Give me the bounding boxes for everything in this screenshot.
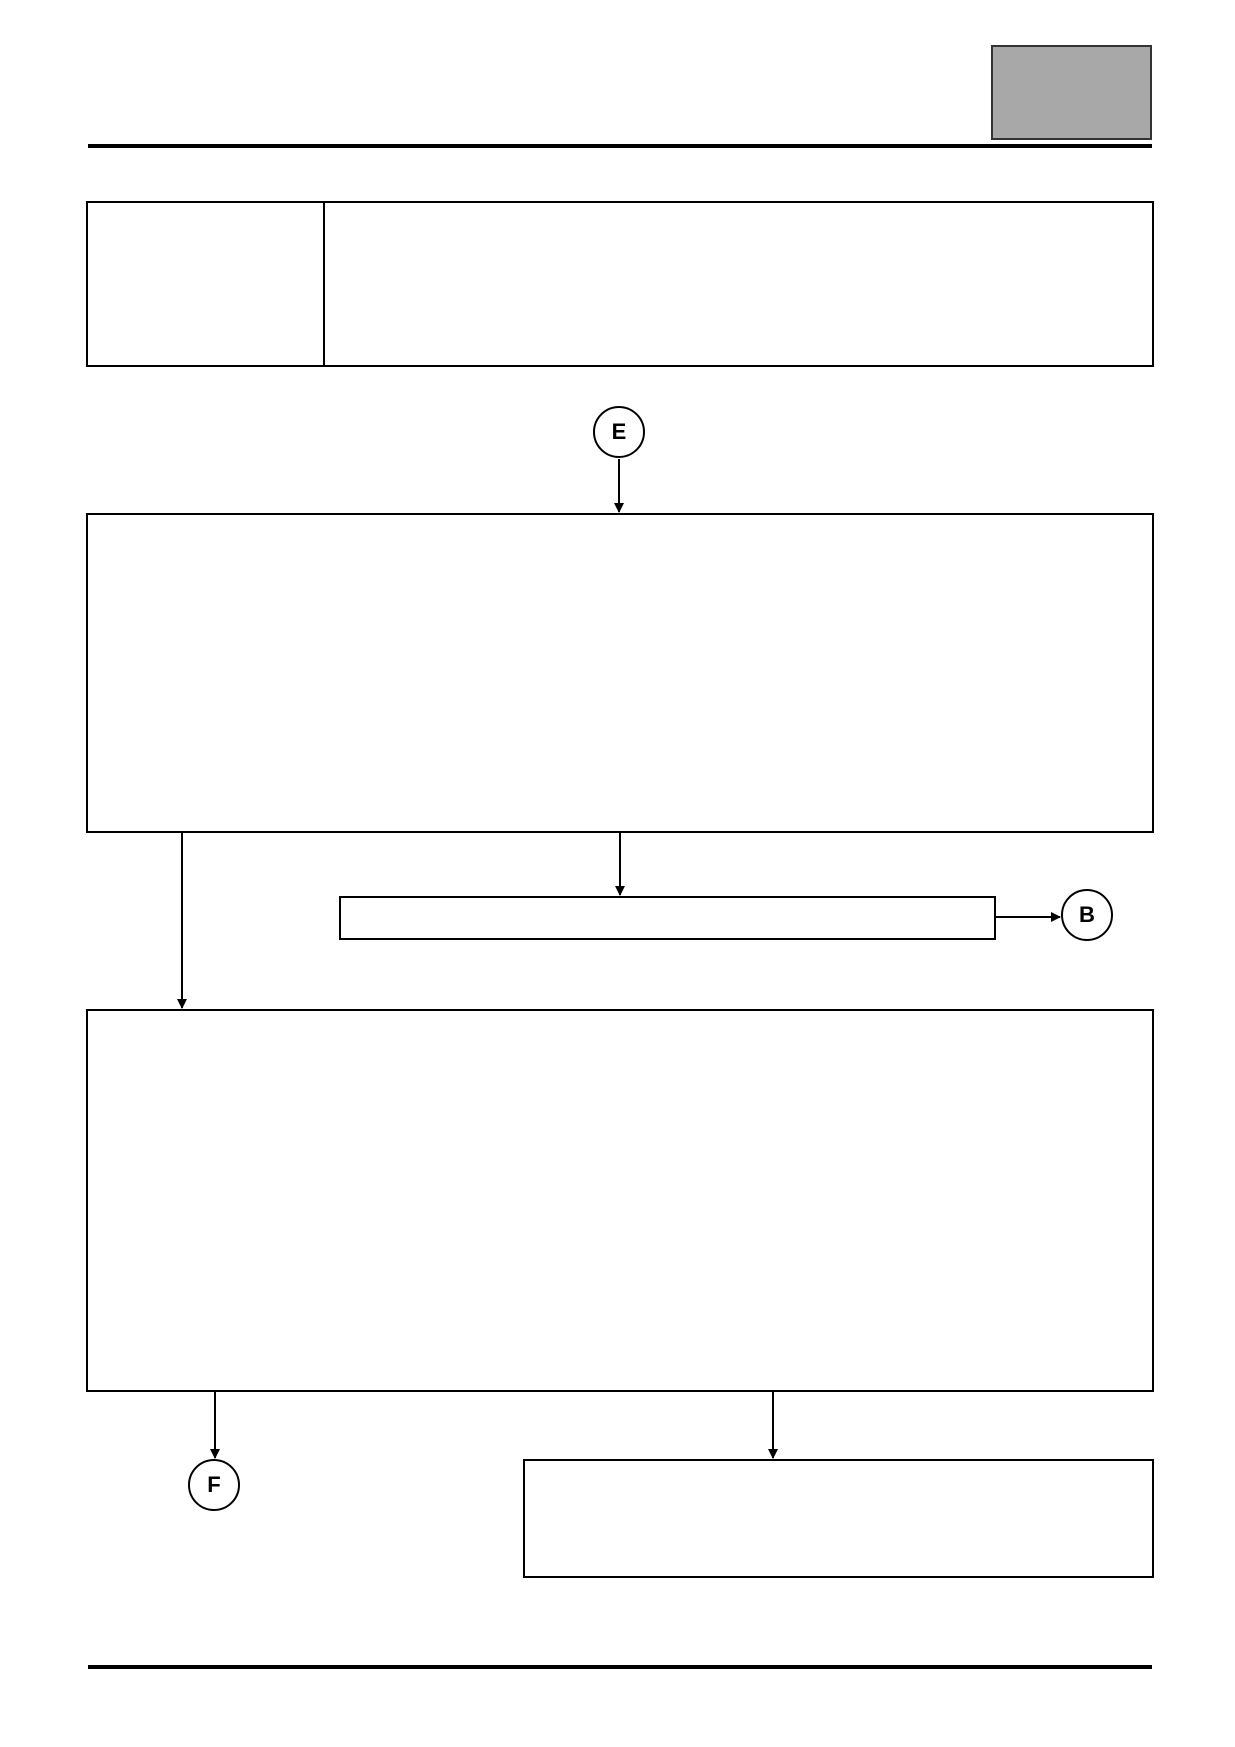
header-info-table: [86, 201, 1154, 367]
process-box-2: [339, 896, 996, 940]
header-info-divider: [323, 203, 325, 365]
connector-b-label: B: [1079, 902, 1095, 927]
process-box-4: [523, 1459, 1154, 1578]
process-box-1: [86, 513, 1154, 833]
header-rule: [88, 144, 1152, 148]
footer-rule: [88, 1665, 1152, 1669]
connector-f: F: [188, 1459, 240, 1511]
header-tab: [991, 45, 1152, 140]
connector-b: B: [1061, 889, 1113, 941]
connector-f-label: F: [207, 1472, 221, 1497]
connector-e: E: [593, 406, 645, 458]
connector-e-label: E: [611, 419, 627, 444]
process-box-3: [86, 1009, 1154, 1392]
